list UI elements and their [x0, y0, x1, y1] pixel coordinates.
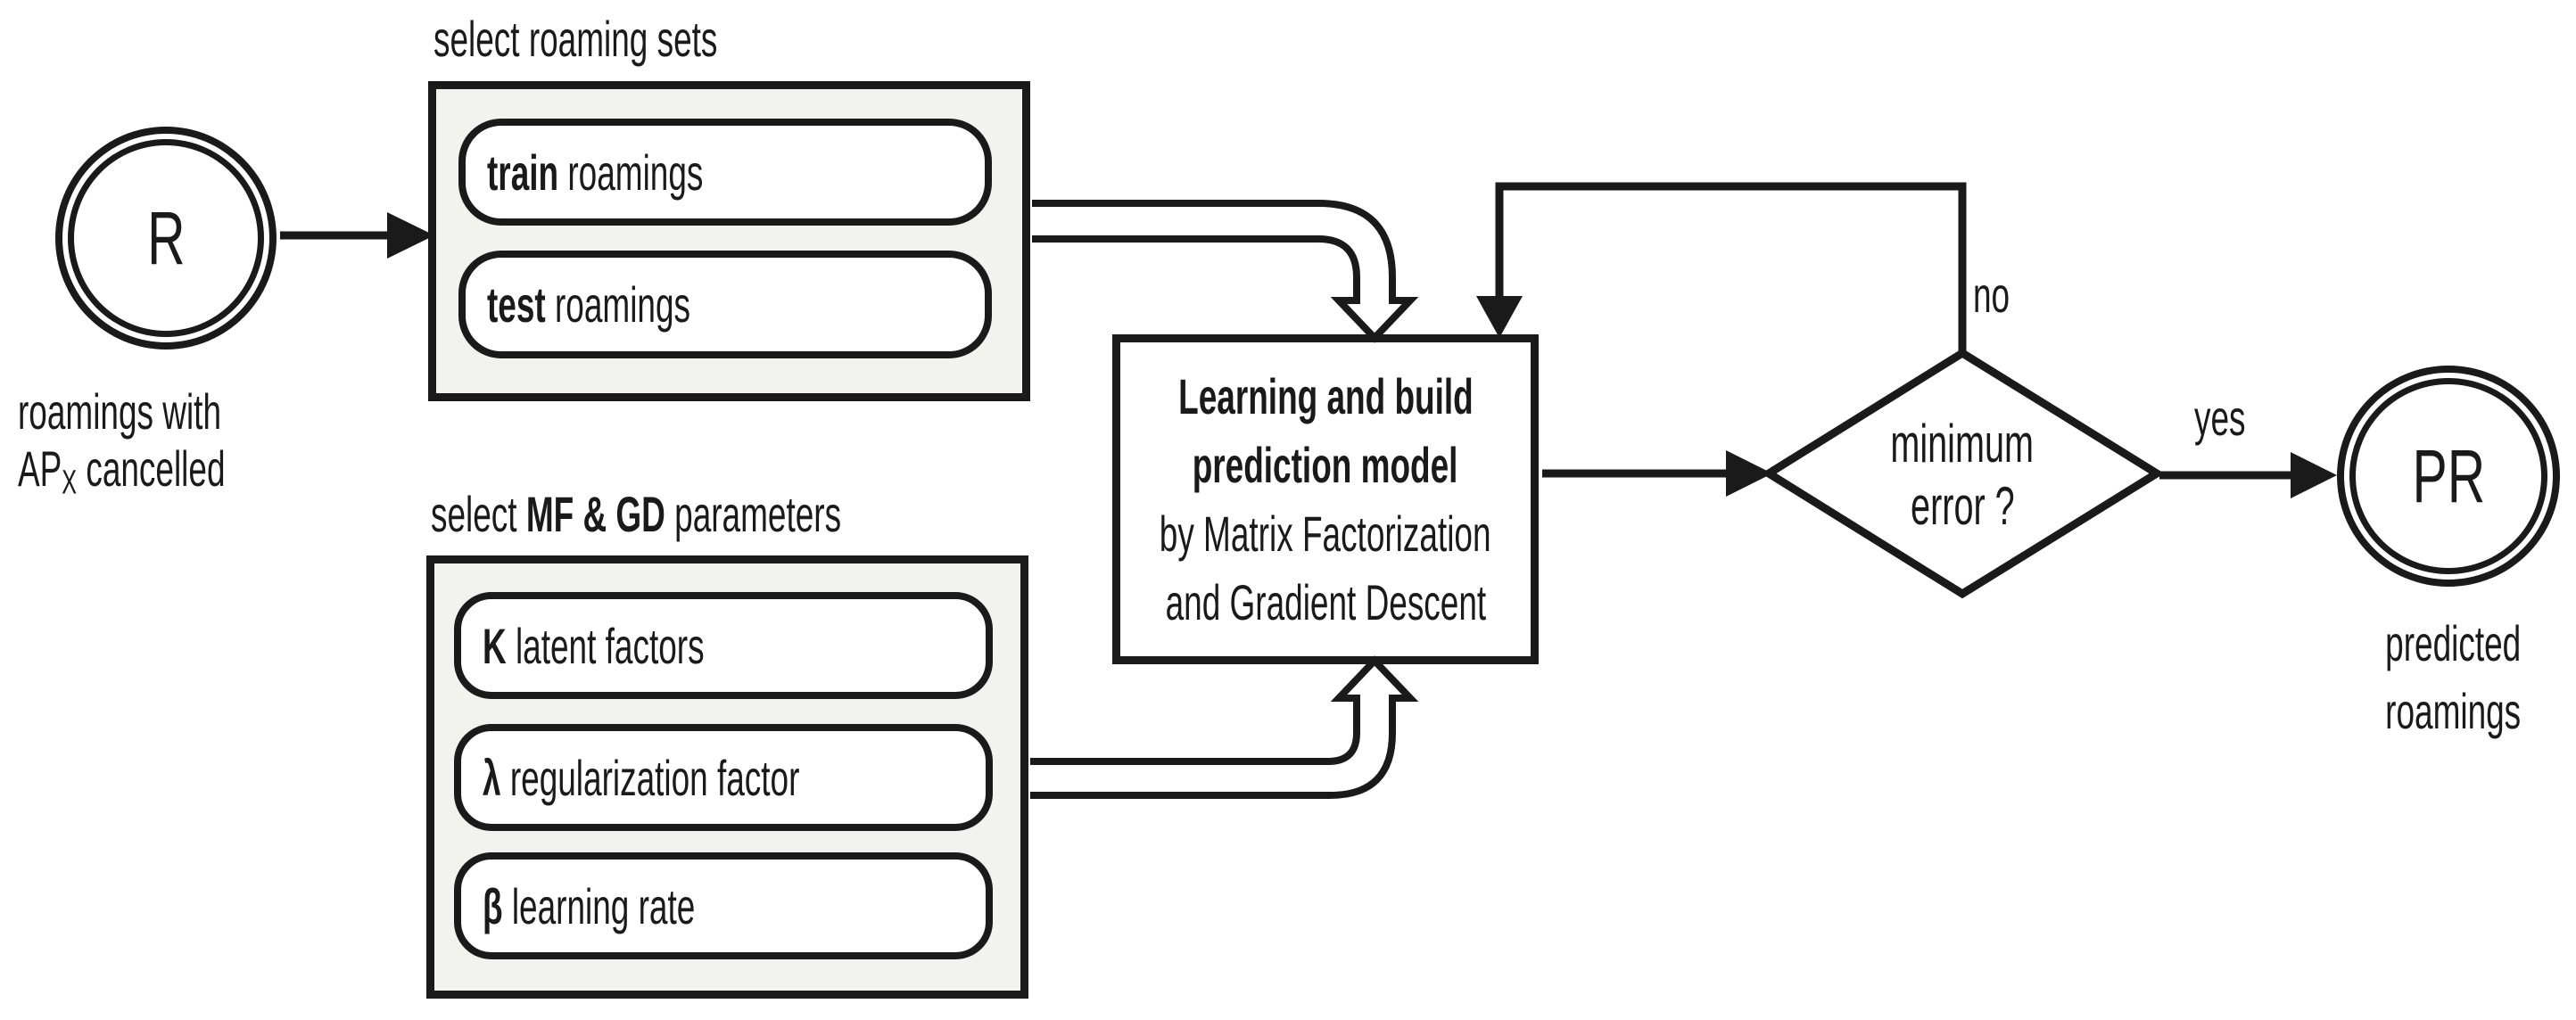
- end-caption-line2: roamings: [2384, 683, 2522, 739]
- arrow-r-to-roaming-sets: [280, 212, 434, 259]
- roaming-sets-panel: train roamings test roamings: [428, 81, 1030, 401]
- parameters-title: select MF & GD parameters: [431, 486, 842, 542]
- model-box-line1: Learning and build: [1177, 368, 1474, 424]
- roaming-sets-title: select roaming sets: [433, 11, 718, 67]
- yes-branch-label: yes: [2194, 390, 2246, 446]
- feedback-arrow-no-loop: [1476, 182, 1967, 355]
- decision-label: minimum error ?: [1820, 413, 2105, 538]
- start-caption-line2: APX cancelled: [18, 440, 226, 502]
- start-node-caption: roamings with APX cancelled: [18, 383, 401, 511]
- end-caption-line1: predicted: [2384, 615, 2522, 671]
- end-node-pr: PR: [2337, 366, 2560, 587]
- pill-lambda-regularization-factor: λ regularization factor: [454, 724, 993, 831]
- start-caption-line1: roamings with: [18, 383, 222, 440]
- model-box: Learning and build prediction model by M…: [1112, 334, 1539, 664]
- parameters-panel: K latent factors λ regularization factor…: [426, 555, 1028, 999]
- model-box-line4: and Gradient Descent: [1165, 574, 1486, 630]
- start-node-label: R: [146, 195, 186, 280]
- hollow-arrow-roaming-sets-to-model: [1032, 200, 1419, 343]
- start-node-r: R: [55, 127, 277, 350]
- ap-subscript: X: [62, 464, 78, 502]
- pill-train-roamings: train roamings: [458, 119, 992, 226]
- no-branch-label: no: [1973, 267, 2010, 323]
- arrow-model-to-decision: [1542, 450, 1772, 497]
- model-box-line2: prediction model: [1193, 437, 1458, 493]
- end-node-label: PR: [2412, 433, 2485, 518]
- start-node-inner-ring: [68, 139, 264, 337]
- pill-beta-learning-rate: β learning rate: [454, 852, 993, 959]
- hollow-arrow-parameters-to-model: [1030, 655, 1419, 799]
- end-node-inner-ring: [2349, 378, 2547, 574]
- pill-test-roamings: test roamings: [458, 251, 992, 358]
- pill-k-latent-factors: K latent factors: [454, 592, 993, 699]
- end-node-caption: predicted roamings: [2328, 610, 2576, 745]
- arrow-decision-to-end: [2159, 452, 2337, 498]
- decision-line2: error ?: [1910, 476, 2015, 536]
- decision-line1: minimum: [1890, 414, 2035, 473]
- model-box-line3: by Matrix Factorization: [1160, 506, 1491, 562]
